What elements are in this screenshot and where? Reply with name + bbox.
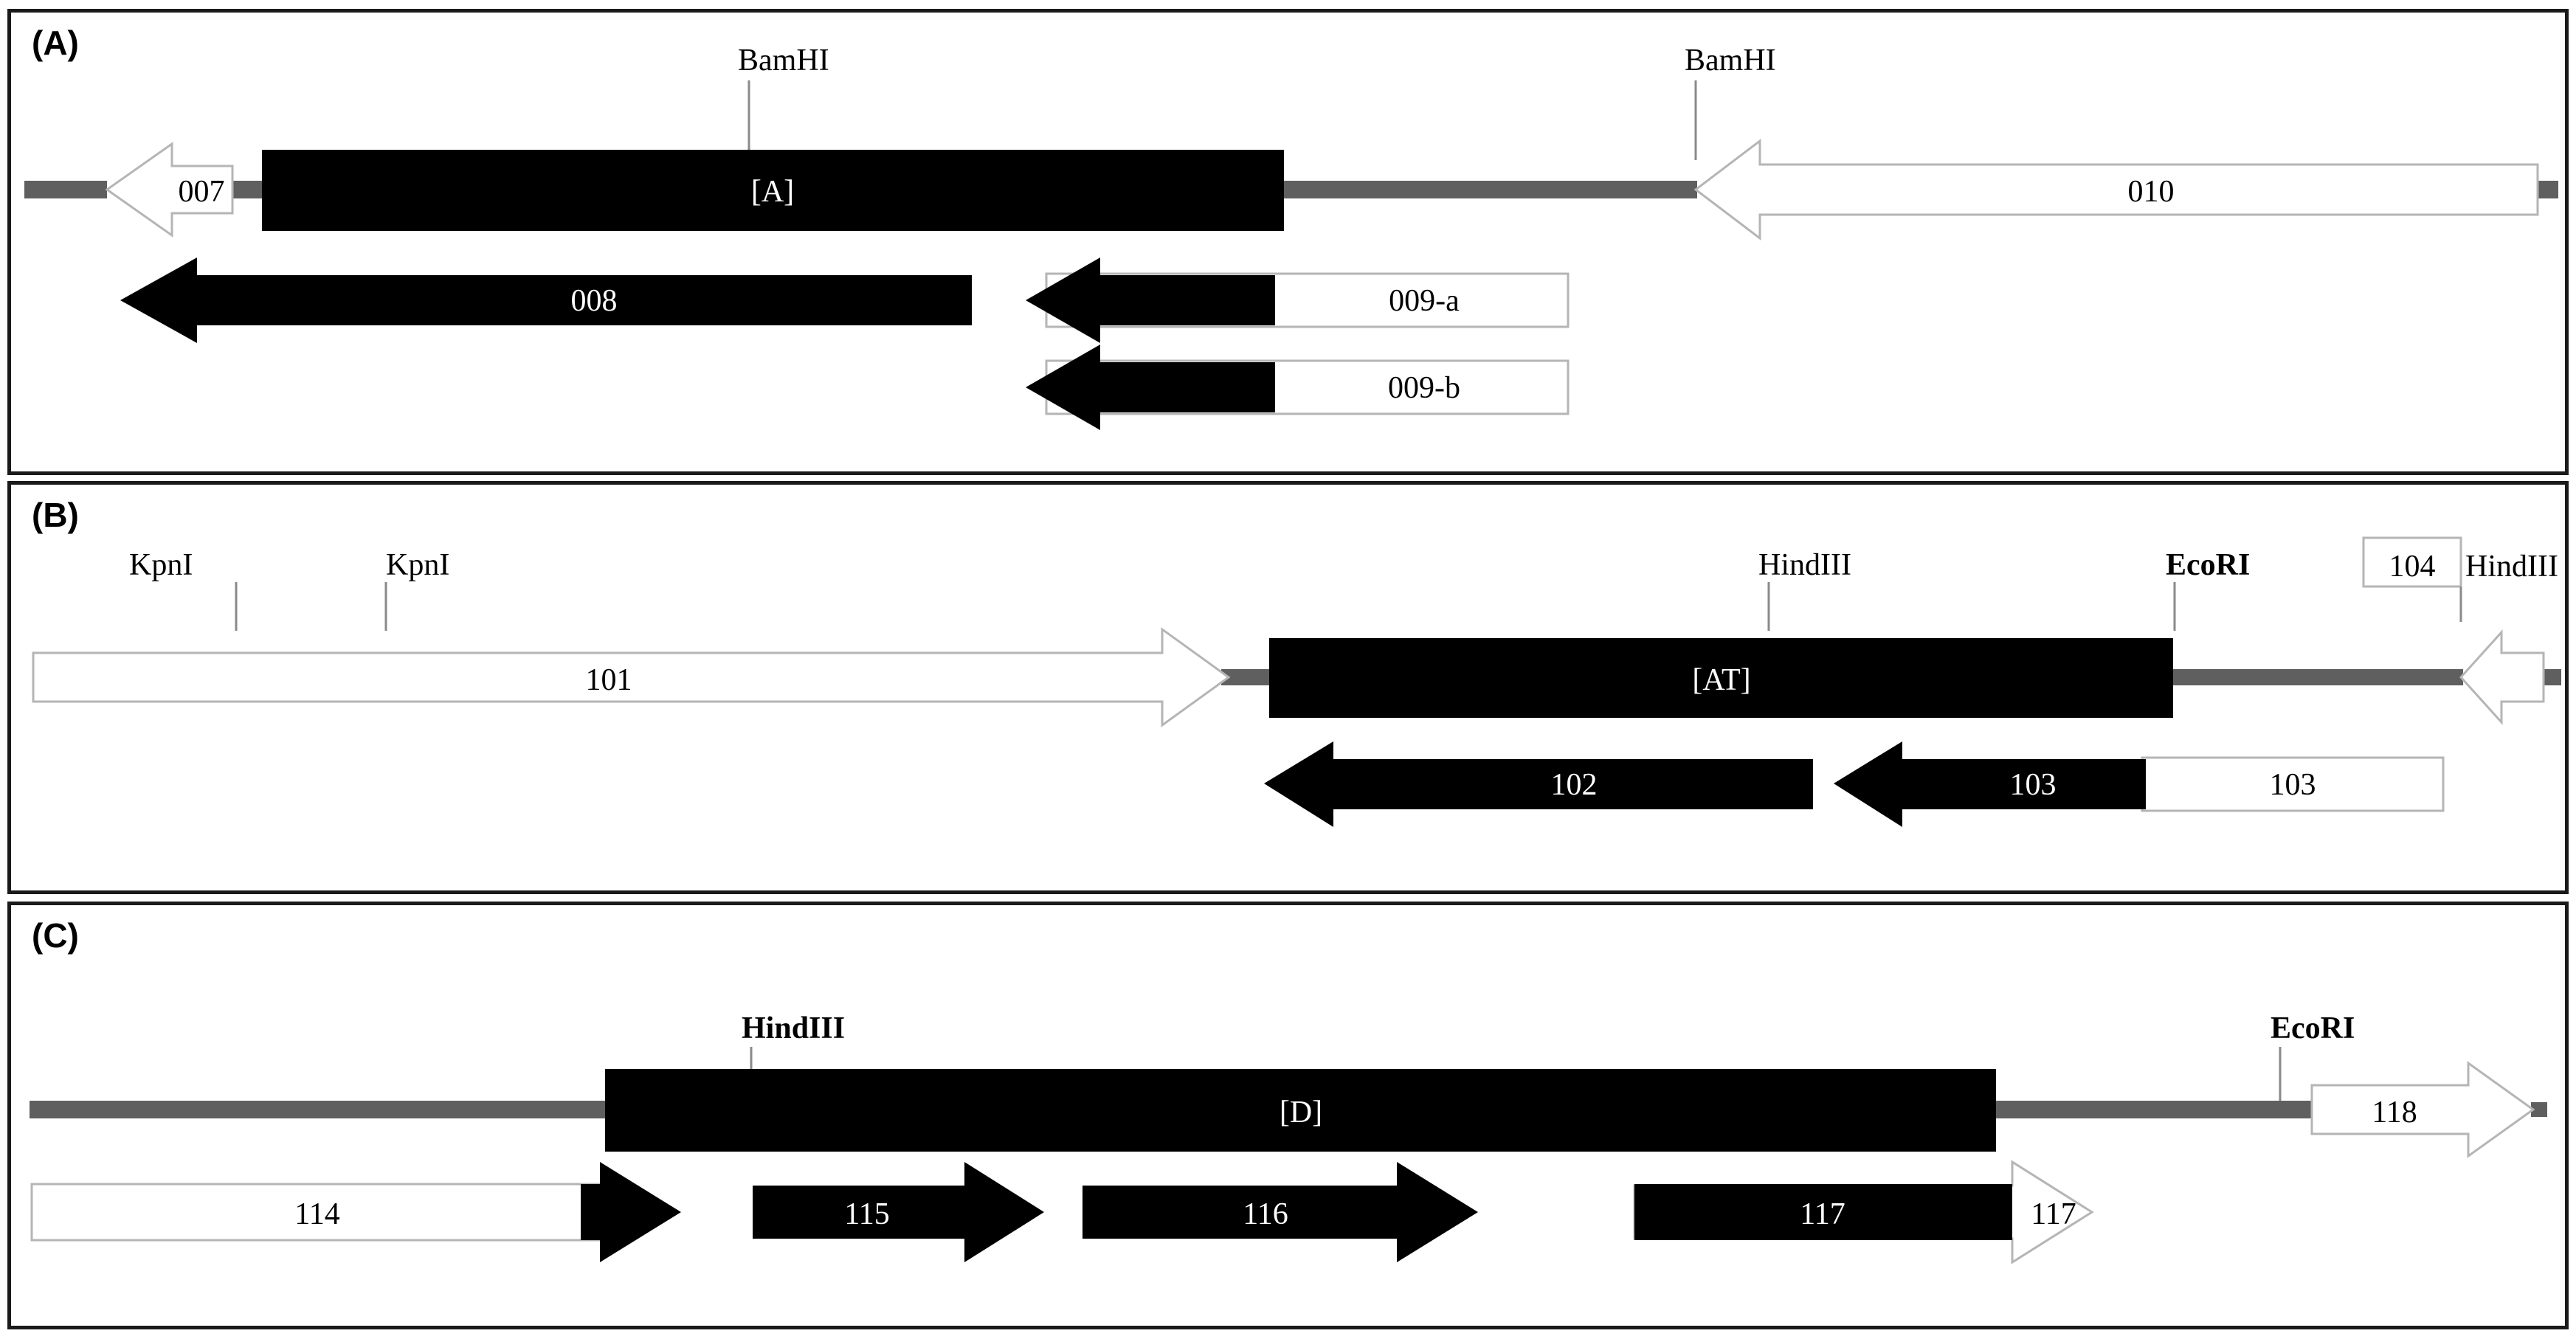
feature-009a-label: 009-a	[1389, 284, 1460, 318]
feature-117-body-label: 117	[1800, 1197, 1845, 1231]
feature-103-body-label: 103	[2010, 768, 2057, 802]
feature-region-a-box[interactable]	[262, 150, 1284, 231]
backbone-gray-right	[2536, 181, 2558, 198]
feature-117-head-label: 117	[2031, 1197, 2076, 1231]
panel-a: (A) BamHI BamHI 007 [A] 010 008	[7, 9, 2569, 475]
enzyme-label-hindiii-b2: HindIII	[2465, 550, 2558, 584]
feature-101-label: 101	[586, 663, 632, 697]
feature-114-head[interactable]	[581, 1162, 681, 1262]
panel-b-label: (B)	[32, 496, 79, 534]
feature-009b-label: 009-b	[1388, 371, 1460, 405]
backbone-gray-left	[24, 181, 107, 198]
enzyme-label-ecori-c: EcoRI	[2271, 1011, 2355, 1045]
feature-102-arrow[interactable]	[1264, 741, 1813, 827]
enzyme-label-kpni-2: KpnI	[386, 548, 449, 582]
backbone-gray-b-mid	[1221, 669, 1280, 685]
feature-115-arrow[interactable]	[753, 1162, 1044, 1262]
backbone-gray-mid2	[1280, 181, 1697, 198]
feature-115-label: 115	[844, 1197, 889, 1231]
feature-region-d-box[interactable]	[605, 1069, 1996, 1152]
feature-118-arrow[interactable]	[2310, 1061, 2535, 1158]
enzyme-label-ecori-b: EcoRI	[2166, 548, 2250, 582]
panel-c-graphics: HindIII EcoRI [D] 118 114 115 1	[30, 1011, 2547, 1264]
panel-b-graphics: KpnI KpnI HindIII EcoRI 104 HindIII 10	[32, 536, 2561, 827]
panel-b: (B) KpnI KpnI HindIII EcoRI 104 HindIII	[7, 481, 2569, 894]
backbone-gray-b-right	[2172, 669, 2463, 685]
feature-008-label: 008	[571, 284, 618, 318]
feature-103-body[interactable]	[1834, 741, 2146, 827]
backbone-gray-c-stub	[2531, 1102, 2547, 1117]
panel-c-label: (C)	[32, 916, 79, 955]
feature-008-arrow[interactable]	[120, 257, 972, 343]
enzyme-label-hindiii-b: HindIII	[1758, 548, 1851, 582]
feature-010-arrow[interactable]	[1693, 138, 2539, 241]
callout-104-box[interactable]	[2362, 536, 2462, 588]
backbone-gray-c-right	[1987, 1101, 2316, 1118]
feature-102-label: 102	[1551, 768, 1598, 802]
panel-a-label: (A)	[32, 24, 79, 62]
feature-118-label: 118	[2372, 1096, 2417, 1129]
feature-region-at-label: [AT]	[1692, 663, 1750, 697]
feature-117-body[interactable]	[1634, 1184, 2012, 1240]
feature-116-arrow[interactable]	[1082, 1162, 1478, 1262]
feature-region-d-label: [D]	[1280, 1096, 1322, 1129]
feature-103-tail-label: 103	[2270, 768, 2316, 802]
feature-101-arrow[interactable]	[32, 627, 1231, 727]
feature-007-arrow[interactable]	[105, 142, 234, 238]
enzyme-label-kpni-1: KpnI	[129, 548, 193, 582]
feature-009a-head[interactable]	[1026, 257, 1275, 343]
enzyme-label-bamhi-2: BamHI	[1685, 44, 1776, 77]
feature-116-label: 116	[1243, 1197, 1288, 1231]
backbone-gray-c-left	[30, 1101, 609, 1118]
enzyme-label-bamhi-1: BamHI	[738, 44, 829, 77]
feature-114-label: 114	[294, 1197, 339, 1231]
feature-010-label: 010	[2128, 175, 2175, 209]
enzyme-label-hindiii-c: HindIII	[742, 1011, 845, 1045]
panel-c: (C) HindIII EcoRI [D] 118 114 11	[7, 902, 2569, 1329]
callout-104-label: 104	[2389, 550, 2436, 584]
feature-region-a-label: [A]	[751, 175, 794, 209]
feature-region-at-box[interactable]	[1269, 638, 2173, 718]
panel-a-graphics: BamHI BamHI 007 [A] 010 008	[24, 44, 2558, 430]
feature-104-arrow[interactable]	[2459, 629, 2545, 725]
feature-009b-head[interactable]	[1026, 345, 1275, 430]
feature-114-tail[interactable]	[30, 1183, 605, 1242]
feature-007-label: 007	[179, 175, 225, 209]
backbone-gray-b-stub	[2544, 669, 2561, 685]
